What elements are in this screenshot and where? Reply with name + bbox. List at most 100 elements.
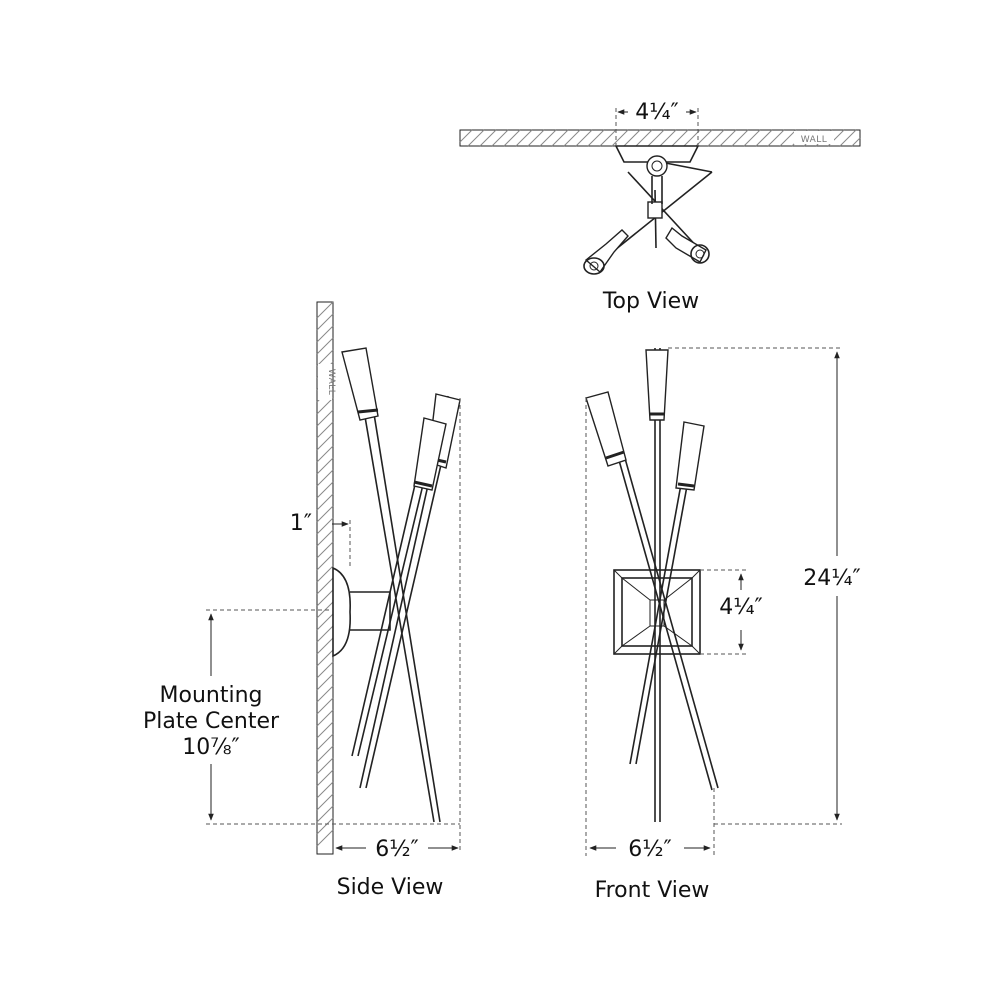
side-view-title: Side View <box>337 875 444 900</box>
hatch-line <box>316 577 334 595</box>
side-wall-label: WALL <box>326 369 336 396</box>
hatch-line <box>316 325 334 343</box>
side-backplate-dimension: 1″ <box>290 511 351 566</box>
hatch-line <box>316 661 334 679</box>
hatch-line <box>587 129 605 147</box>
front-plate-dimension: 4¼″ <box>700 569 763 655</box>
side-stem <box>350 591 391 631</box>
front-height-label: 24¼″ <box>803 566 861 591</box>
side-arms <box>341 347 461 823</box>
hatch-line <box>316 553 334 571</box>
hatch-line <box>316 793 334 811</box>
hatch-line <box>683 129 701 147</box>
hatch-line <box>316 409 334 427</box>
mounting-label-line2: Plate Center <box>143 709 280 734</box>
hatch-line <box>316 337 334 355</box>
top-wall: WALL <box>459 129 861 147</box>
top-wall-hatching <box>459 129 861 147</box>
hatch-line <box>491 129 509 147</box>
hatch-line <box>539 129 557 147</box>
side-backplate-label: 1″ <box>290 511 312 536</box>
hatch-line <box>316 589 334 607</box>
hatch-line <box>316 505 334 523</box>
hatch-line <box>316 517 334 535</box>
side-wall-hatching <box>316 301 334 847</box>
hatch-line <box>316 565 334 583</box>
hatch-line <box>515 129 533 147</box>
top-arms <box>583 155 713 275</box>
side-view: WALL 1″ <box>143 301 461 900</box>
hatch-line <box>695 129 713 147</box>
hatch-line <box>563 129 581 147</box>
hatch-line <box>316 721 334 739</box>
hatch-line <box>316 781 334 799</box>
hatch-line <box>659 129 677 147</box>
front-arms <box>585 348 719 822</box>
hatch-line <box>719 129 737 147</box>
front-height-dimension: 24¼″ <box>668 347 861 825</box>
hatch-line <box>316 697 334 715</box>
hatch-line <box>767 129 785 147</box>
hatch-line <box>316 469 334 487</box>
side-projection-label: 6½″ <box>375 837 419 862</box>
hatch-line <box>316 445 334 463</box>
side-backplate <box>332 566 351 658</box>
hatch-line <box>316 613 334 631</box>
hatch-line <box>839 129 857 147</box>
hatch-line <box>316 433 334 451</box>
top-wall-label: WALL <box>801 135 828 145</box>
hatch-line <box>623 129 641 147</box>
hatch-line <box>316 637 334 655</box>
hatch-line <box>316 829 334 847</box>
hatch-line <box>316 769 334 787</box>
hatch-line <box>316 493 334 511</box>
hatch-line <box>755 129 773 147</box>
hatch-line <box>479 129 497 147</box>
front-view-title: Front View <box>595 878 710 903</box>
hatch-line <box>316 397 334 415</box>
hatch-line <box>316 529 334 547</box>
top-view-title: Top View <box>602 289 699 314</box>
hatch-line <box>707 129 725 147</box>
hatch-line <box>316 745 334 763</box>
hatch-line <box>635 129 653 147</box>
hatch-line <box>611 129 629 147</box>
mounting-label-line1: Mounting <box>160 683 263 708</box>
side-wall: WALL <box>316 301 336 855</box>
hatch-line <box>851 137 861 147</box>
hatch-line <box>316 733 334 751</box>
hatch-line <box>467 129 485 147</box>
hatch-line <box>316 625 334 643</box>
hatch-line <box>527 129 545 147</box>
top-canopy <box>614 145 700 163</box>
hatch-line <box>316 481 334 499</box>
side-projection-dimension: 6½″ <box>335 398 461 862</box>
hatch-line <box>316 541 334 559</box>
mounting-dim-label: 10⅞″ <box>182 735 240 760</box>
hatch-line <box>743 129 761 147</box>
hatch-line <box>599 129 617 147</box>
hatch-line <box>316 757 334 775</box>
hatch-line <box>671 129 689 147</box>
hatch-line <box>316 421 334 439</box>
hatch-line <box>731 129 749 147</box>
top-view: WALL 4¼ <box>459 98 861 314</box>
hatch-line <box>316 709 334 727</box>
hatch-line <box>503 129 521 147</box>
hatch-line <box>316 313 334 331</box>
top-width-label: 4¼″ <box>635 100 679 125</box>
hatch-line <box>551 129 569 147</box>
hatch-line <box>316 457 334 475</box>
front-width-label: 6½″ <box>628 837 672 862</box>
hatch-line <box>575 129 593 147</box>
front-width-dimension: 6½″ <box>585 398 715 862</box>
hatch-line <box>459 129 473 143</box>
hatch-line <box>316 805 334 823</box>
top-width-dimension: 4¼″ <box>615 98 699 146</box>
front-view: 4¼″ 24¼″ 6½″ Front View <box>585 347 861 903</box>
front-plate-label: 4¼″ <box>719 595 763 620</box>
hatch-line <box>316 301 334 319</box>
hatch-line <box>316 685 334 703</box>
side-mounting-dimension: Mounting Plate Center 10⅞″ <box>143 609 460 825</box>
hatch-line <box>647 129 665 147</box>
